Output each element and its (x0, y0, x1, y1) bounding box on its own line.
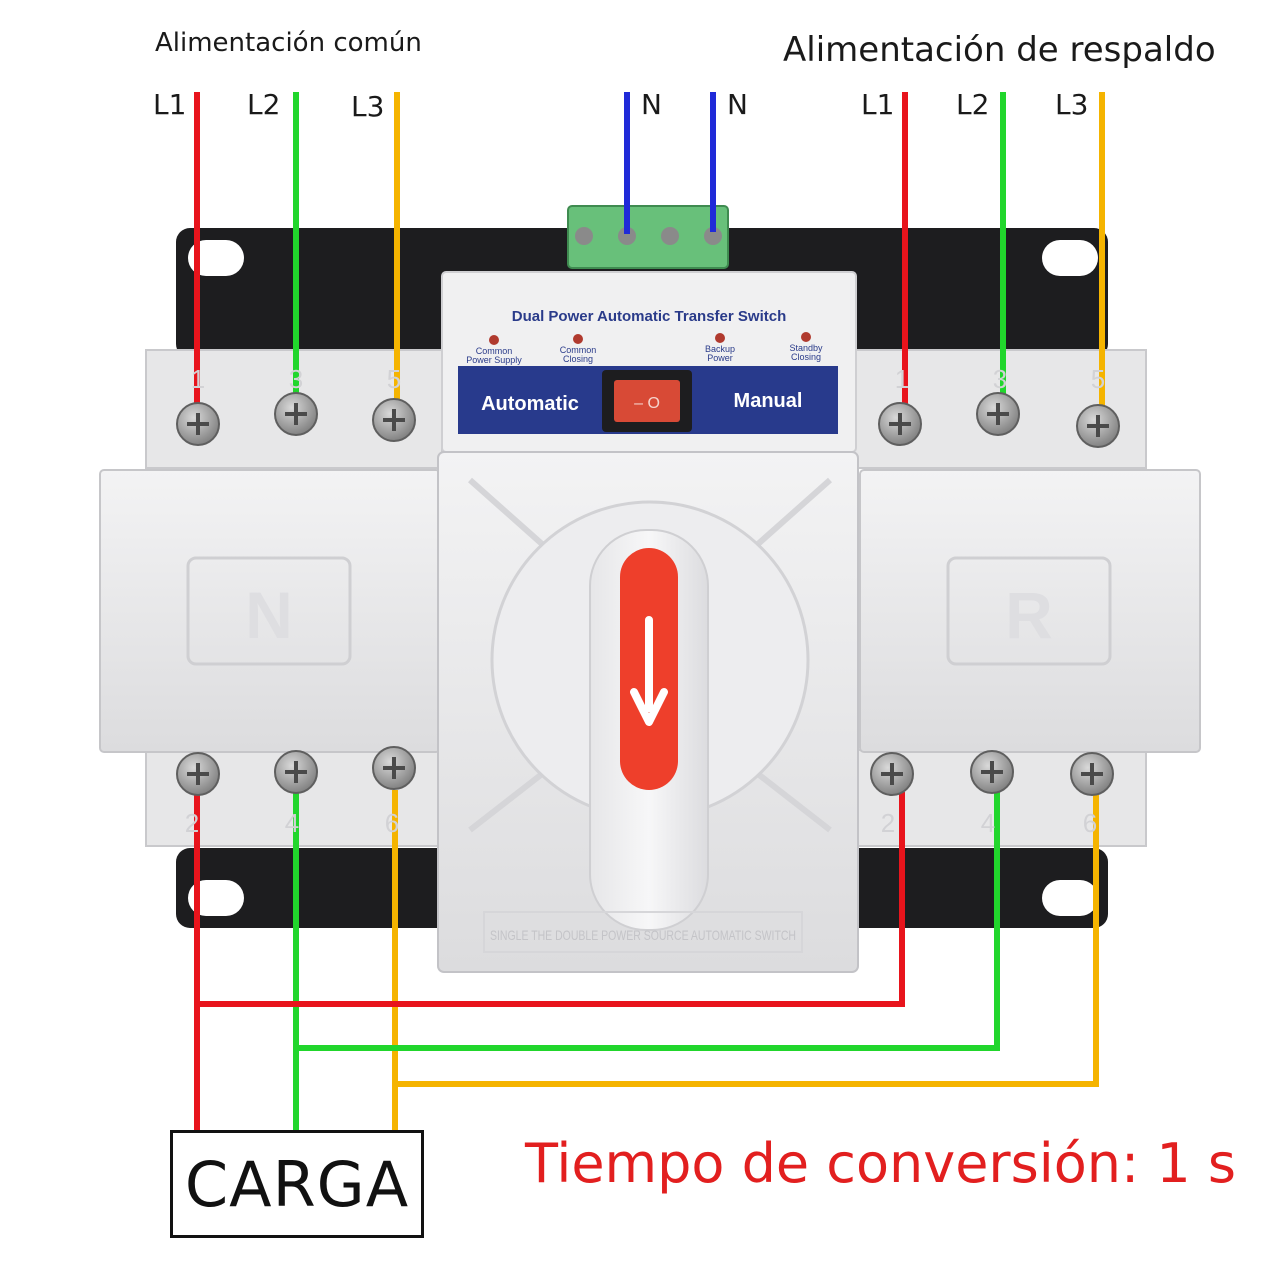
led-standby-closing (801, 332, 811, 342)
wire-label-common-l1: L1 (153, 88, 187, 121)
terminal-num-left-bottom-6: 6 (385, 808, 399, 838)
wire-bridge-l3 (395, 792, 1099, 1087)
bottom-inscription: SINGLE THE DOUBLE POWER SOURCE AUTOMATIC… (490, 927, 796, 943)
terminal-screw-bottom-5 (970, 750, 1014, 794)
backup-supply-label: Alimentación de respaldo (783, 30, 1216, 70)
indicator-2-line1: Backup (705, 344, 735, 354)
terminal-screw-bottom-2 (274, 750, 318, 794)
terminal-num-right-top-5: 5 (1091, 364, 1105, 394)
indicator-0-line1: Common (476, 346, 513, 356)
wire-bridge-l1 (197, 792, 905, 1007)
terminal-num-right-top-3: 3 (993, 364, 1007, 394)
wire-label-backup-l2: L2 (956, 88, 990, 121)
wire-bridge-l2 (296, 792, 1000, 1051)
terminal-num-left-top-5: 5 (387, 364, 401, 394)
indicator-3-line2: Closing (791, 352, 821, 362)
wire-label-common-l3: L3 (351, 90, 385, 123)
terminal-num-left-top-3: 3 (289, 364, 303, 394)
conversion-time-label: Tiempo de conversión: 1 s (525, 1132, 1237, 1195)
terminal-screw-top-4 (878, 402, 922, 446)
mount-slot-br (1042, 880, 1098, 916)
terminal-num-right-bottom-2: 2 (881, 808, 895, 838)
terminal-screws (176, 392, 1120, 796)
device-text: Dual Power Automatic Transfer Switch Com… (185, 308, 1105, 943)
terminal-num-left-top-1: 1 (191, 364, 205, 394)
load-box: CARGA (170, 1130, 424, 1238)
rocker-symbol: – O (634, 395, 660, 412)
right-pole-letter: R (1005, 578, 1053, 652)
terminal-screw-top-5 (976, 392, 1020, 436)
common-supply-label: Alimentación común (155, 28, 422, 58)
indicator-leds (489, 332, 811, 345)
indicator-0-line2: Power Supply (466, 355, 522, 365)
terminal-screw-bottom-1 (176, 752, 220, 796)
terminal-num-left-bottom-4: 4 (285, 808, 299, 838)
wire-label-neutral-2: N (727, 88, 748, 121)
mode-manual-label: Manual (734, 390, 803, 412)
terminal-screw-top-3 (372, 398, 416, 442)
wire-label-backup-l1: L1 (861, 88, 895, 121)
terminal-screw-bottom-3 (372, 746, 416, 790)
terminal-num-right-bottom-4: 4 (981, 808, 995, 838)
mode-automatic-label: Automatic (481, 393, 579, 415)
wire-label-neutral-1: N (641, 88, 662, 121)
led-backup-power (715, 333, 725, 343)
terminal-num-left-bottom-2: 2 (185, 808, 199, 838)
indicator-2-line2: Power (707, 353, 733, 363)
indicator-1-line2: Closing (563, 354, 593, 364)
controller-housing (437, 271, 859, 973)
device-title: Dual Power Automatic Transfer Switch (512, 308, 787, 325)
wire-label-backup-l3: L3 (1055, 88, 1089, 121)
wire-label-common-l2: L2 (247, 88, 281, 121)
wiring (194, 92, 1105, 1130)
led-common-power (489, 335, 499, 345)
terminal-screw-top-1 (176, 402, 220, 446)
mount-slot-bl (188, 880, 244, 916)
neutral-terminal-block (567, 205, 729, 269)
left-pole-letter: N (245, 578, 293, 652)
mount-slot-tl (188, 240, 244, 276)
indicator-3-line1: Standby (789, 343, 823, 353)
terminal-screw-bottom-4 (870, 752, 914, 796)
load-label: CARGA (184, 1147, 410, 1221)
terminal-screw-top-2 (274, 392, 318, 436)
mode-rocker-switch[interactable] (614, 380, 680, 422)
arrow-down-icon (630, 616, 668, 726)
terminal-num-right-bottom-6: 6 (1083, 808, 1097, 838)
mount-slot-tr (1042, 240, 1098, 276)
terminal-num-right-top-1: 1 (895, 364, 909, 394)
terminal-screw-bottom-6 (1070, 752, 1114, 796)
terminal-screw-top-6 (1076, 404, 1120, 448)
led-common-closing (573, 334, 583, 344)
indicator-1-line1: Common (560, 345, 597, 355)
